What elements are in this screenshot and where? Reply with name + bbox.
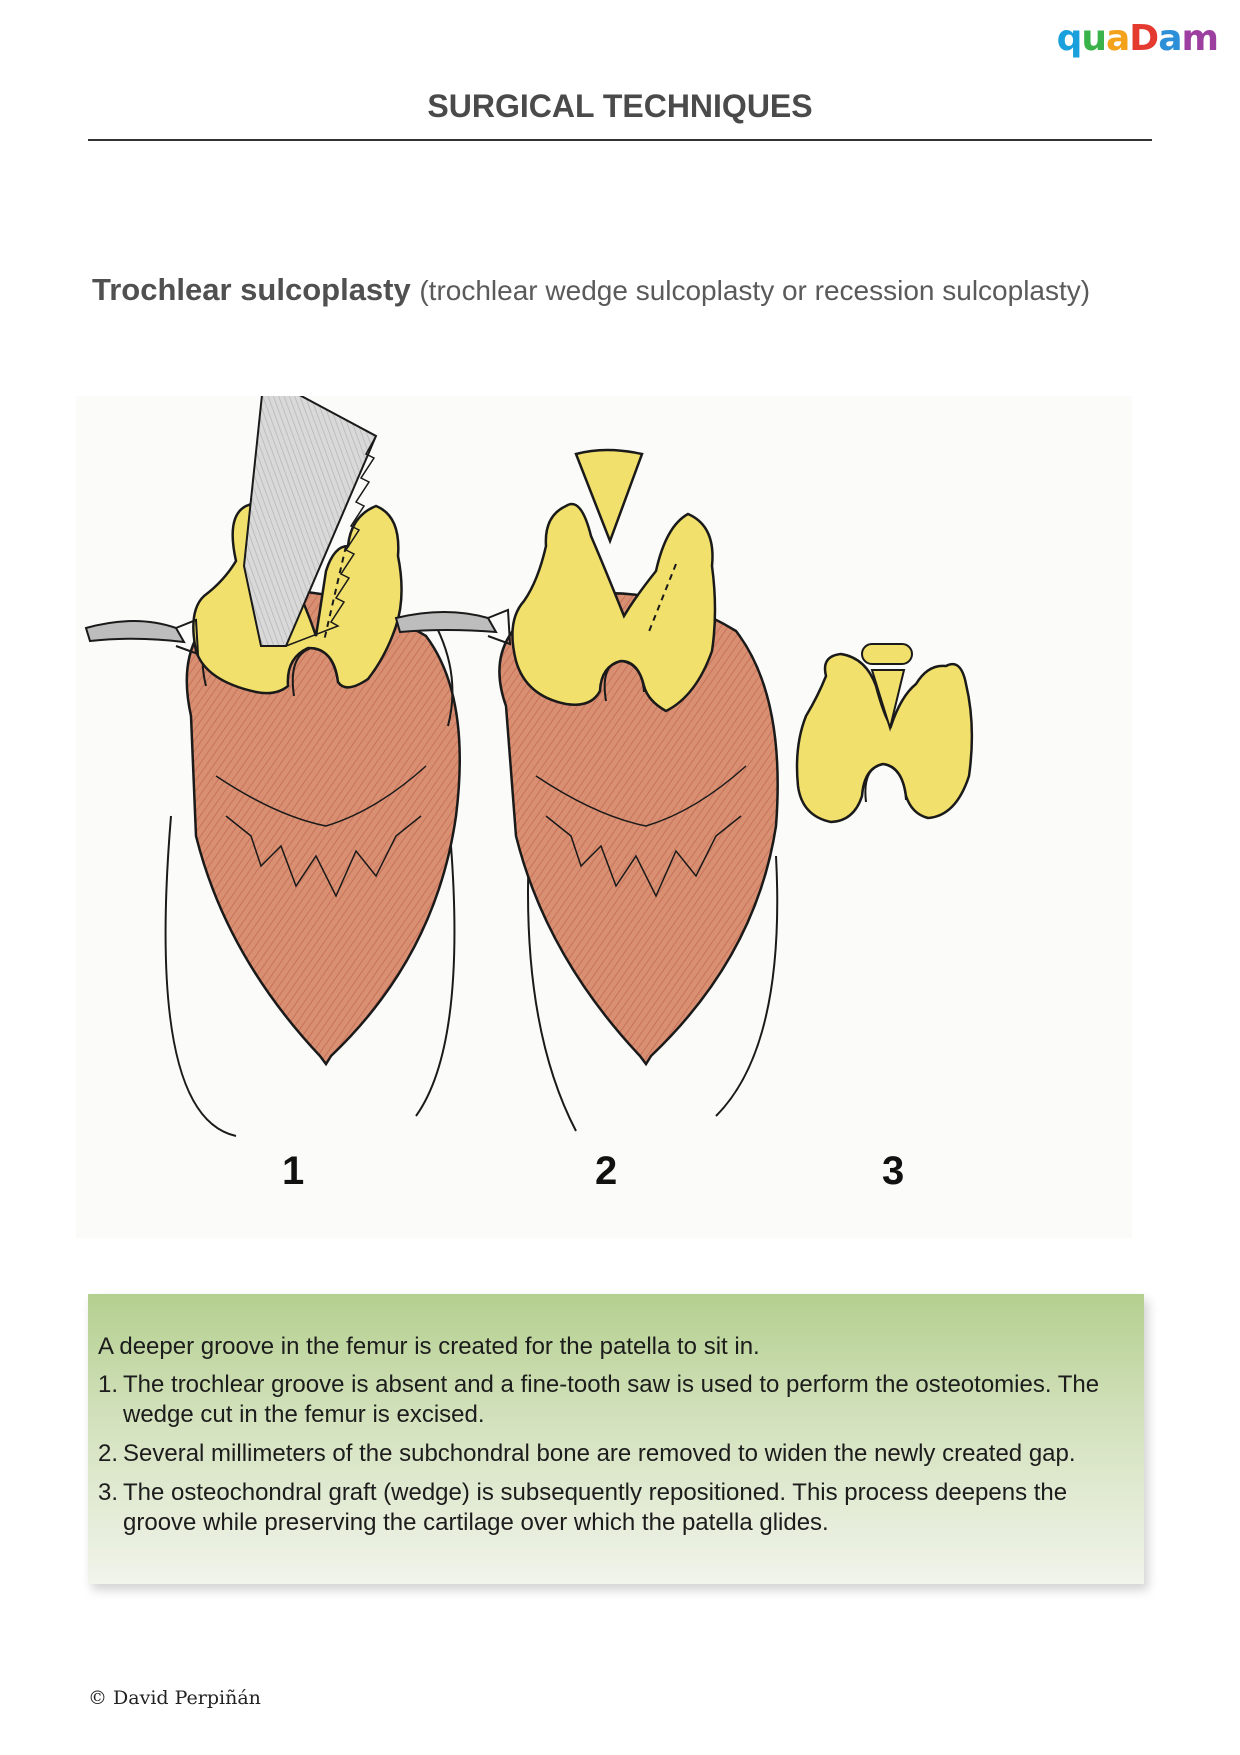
step-number: 3. <box>98 1479 119 1506</box>
step-number: 2. <box>98 1440 119 1467</box>
logo-letter: a <box>1106 18 1130 59</box>
steps-list: 1. The trochlear groove is absent and a … <box>98 1370 1134 1538</box>
panel-1-drawing <box>84 396 461 1137</box>
section-title-main: Trochlear sulcoplasty <box>92 272 411 307</box>
step-text: Several millimeters of the subchondral b… <box>123 1440 1076 1467</box>
surgical-illustration: 1 2 3 <box>76 396 1132 1238</box>
logo-letter: m <box>1181 18 1219 59</box>
logo-letter: D <box>1129 18 1159 59</box>
copyright-footer: © David Perpiñán <box>88 1687 261 1709</box>
logo-letter: u <box>1081 18 1107 59</box>
logo-letter: q <box>1056 18 1083 59</box>
panel-2-drawing <box>394 448 779 1132</box>
logo-letter: a <box>1158 18 1182 59</box>
step-text: The trochlear groove is absent and a fin… <box>123 1371 1100 1428</box>
illustration-drawing <box>84 396 974 1137</box>
header-divider <box>88 139 1152 141</box>
quadam-logo: quaDam <box>1056 18 1219 59</box>
step-item: 2. Several millimeters of the subchondra… <box>98 1439 1134 1469</box>
section-title: Trochlear sulcoplasty (trochlear wedge s… <box>92 272 1156 308</box>
page-header-title: SURGICAL TECHNIQUES <box>427 88 813 124</box>
section-title-alias: (trochlear wedge sulcoplasty or recessio… <box>419 275 1091 306</box>
description-box: A deeper groove in the femur is created … <box>88 1294 1144 1584</box>
step-item: 1. The trochlear groove is absent and a … <box>98 1370 1134 1430</box>
figure-label-1: 1 <box>282 1149 305 1193</box>
figure-label-3: 3 <box>882 1149 905 1193</box>
figure-label-2: 2 <box>595 1149 618 1193</box>
step-number: 1. <box>98 1371 119 1398</box>
panel-3-drawing <box>795 643 974 824</box>
description-intro: A deeper groove in the femur is created … <box>98 1333 760 1360</box>
step-text: The osteochondral graft (wedge) is subse… <box>123 1479 1068 1536</box>
step-item: 3. The osteochondral graft (wedge) is su… <box>98 1478 1134 1538</box>
